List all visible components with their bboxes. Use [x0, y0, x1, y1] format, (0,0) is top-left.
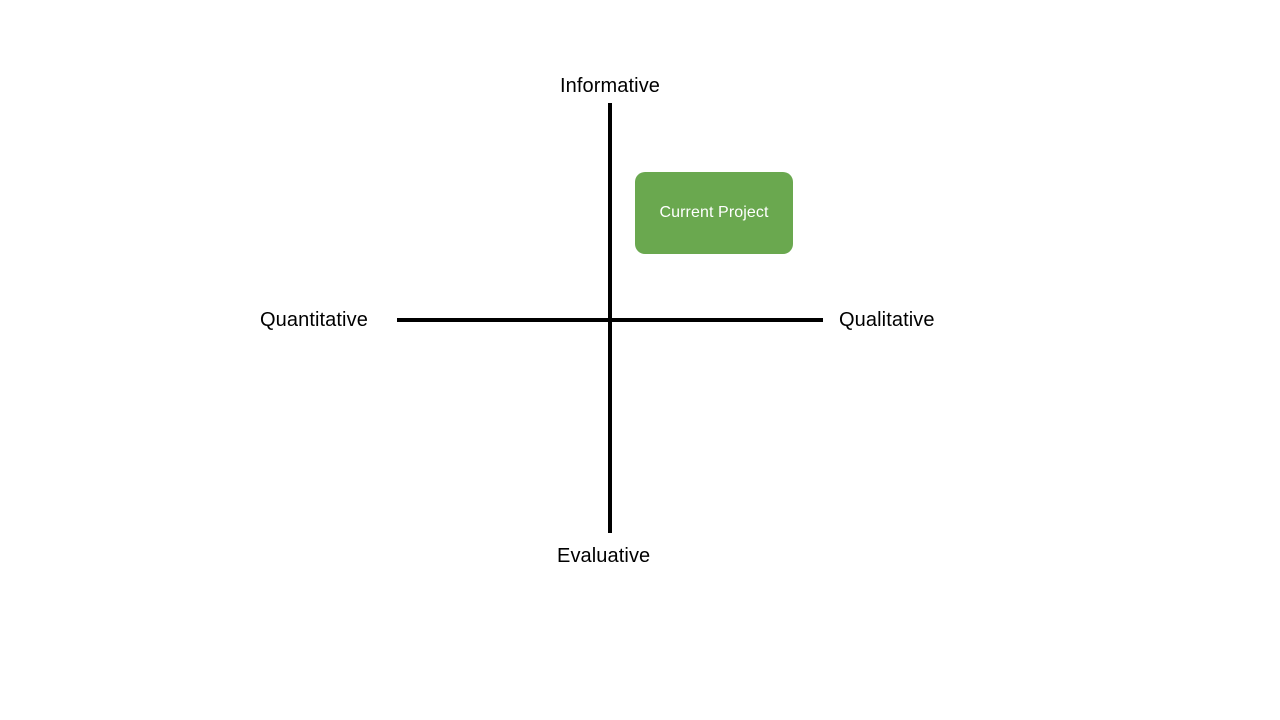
- axis-label-qualitative: Qualitative: [839, 309, 935, 331]
- axis-label-evaluative: Evaluative: [557, 545, 651, 567]
- axis-label-informative: Informative: [560, 75, 661, 97]
- node-current-project-label: Current Project: [659, 204, 769, 221]
- node-current-project[interactable]: Current Project: [635, 172, 793, 254]
- horizontal-axis-line: [397, 318, 823, 322]
- axis-label-quantitative: Quantitative: [260, 309, 368, 331]
